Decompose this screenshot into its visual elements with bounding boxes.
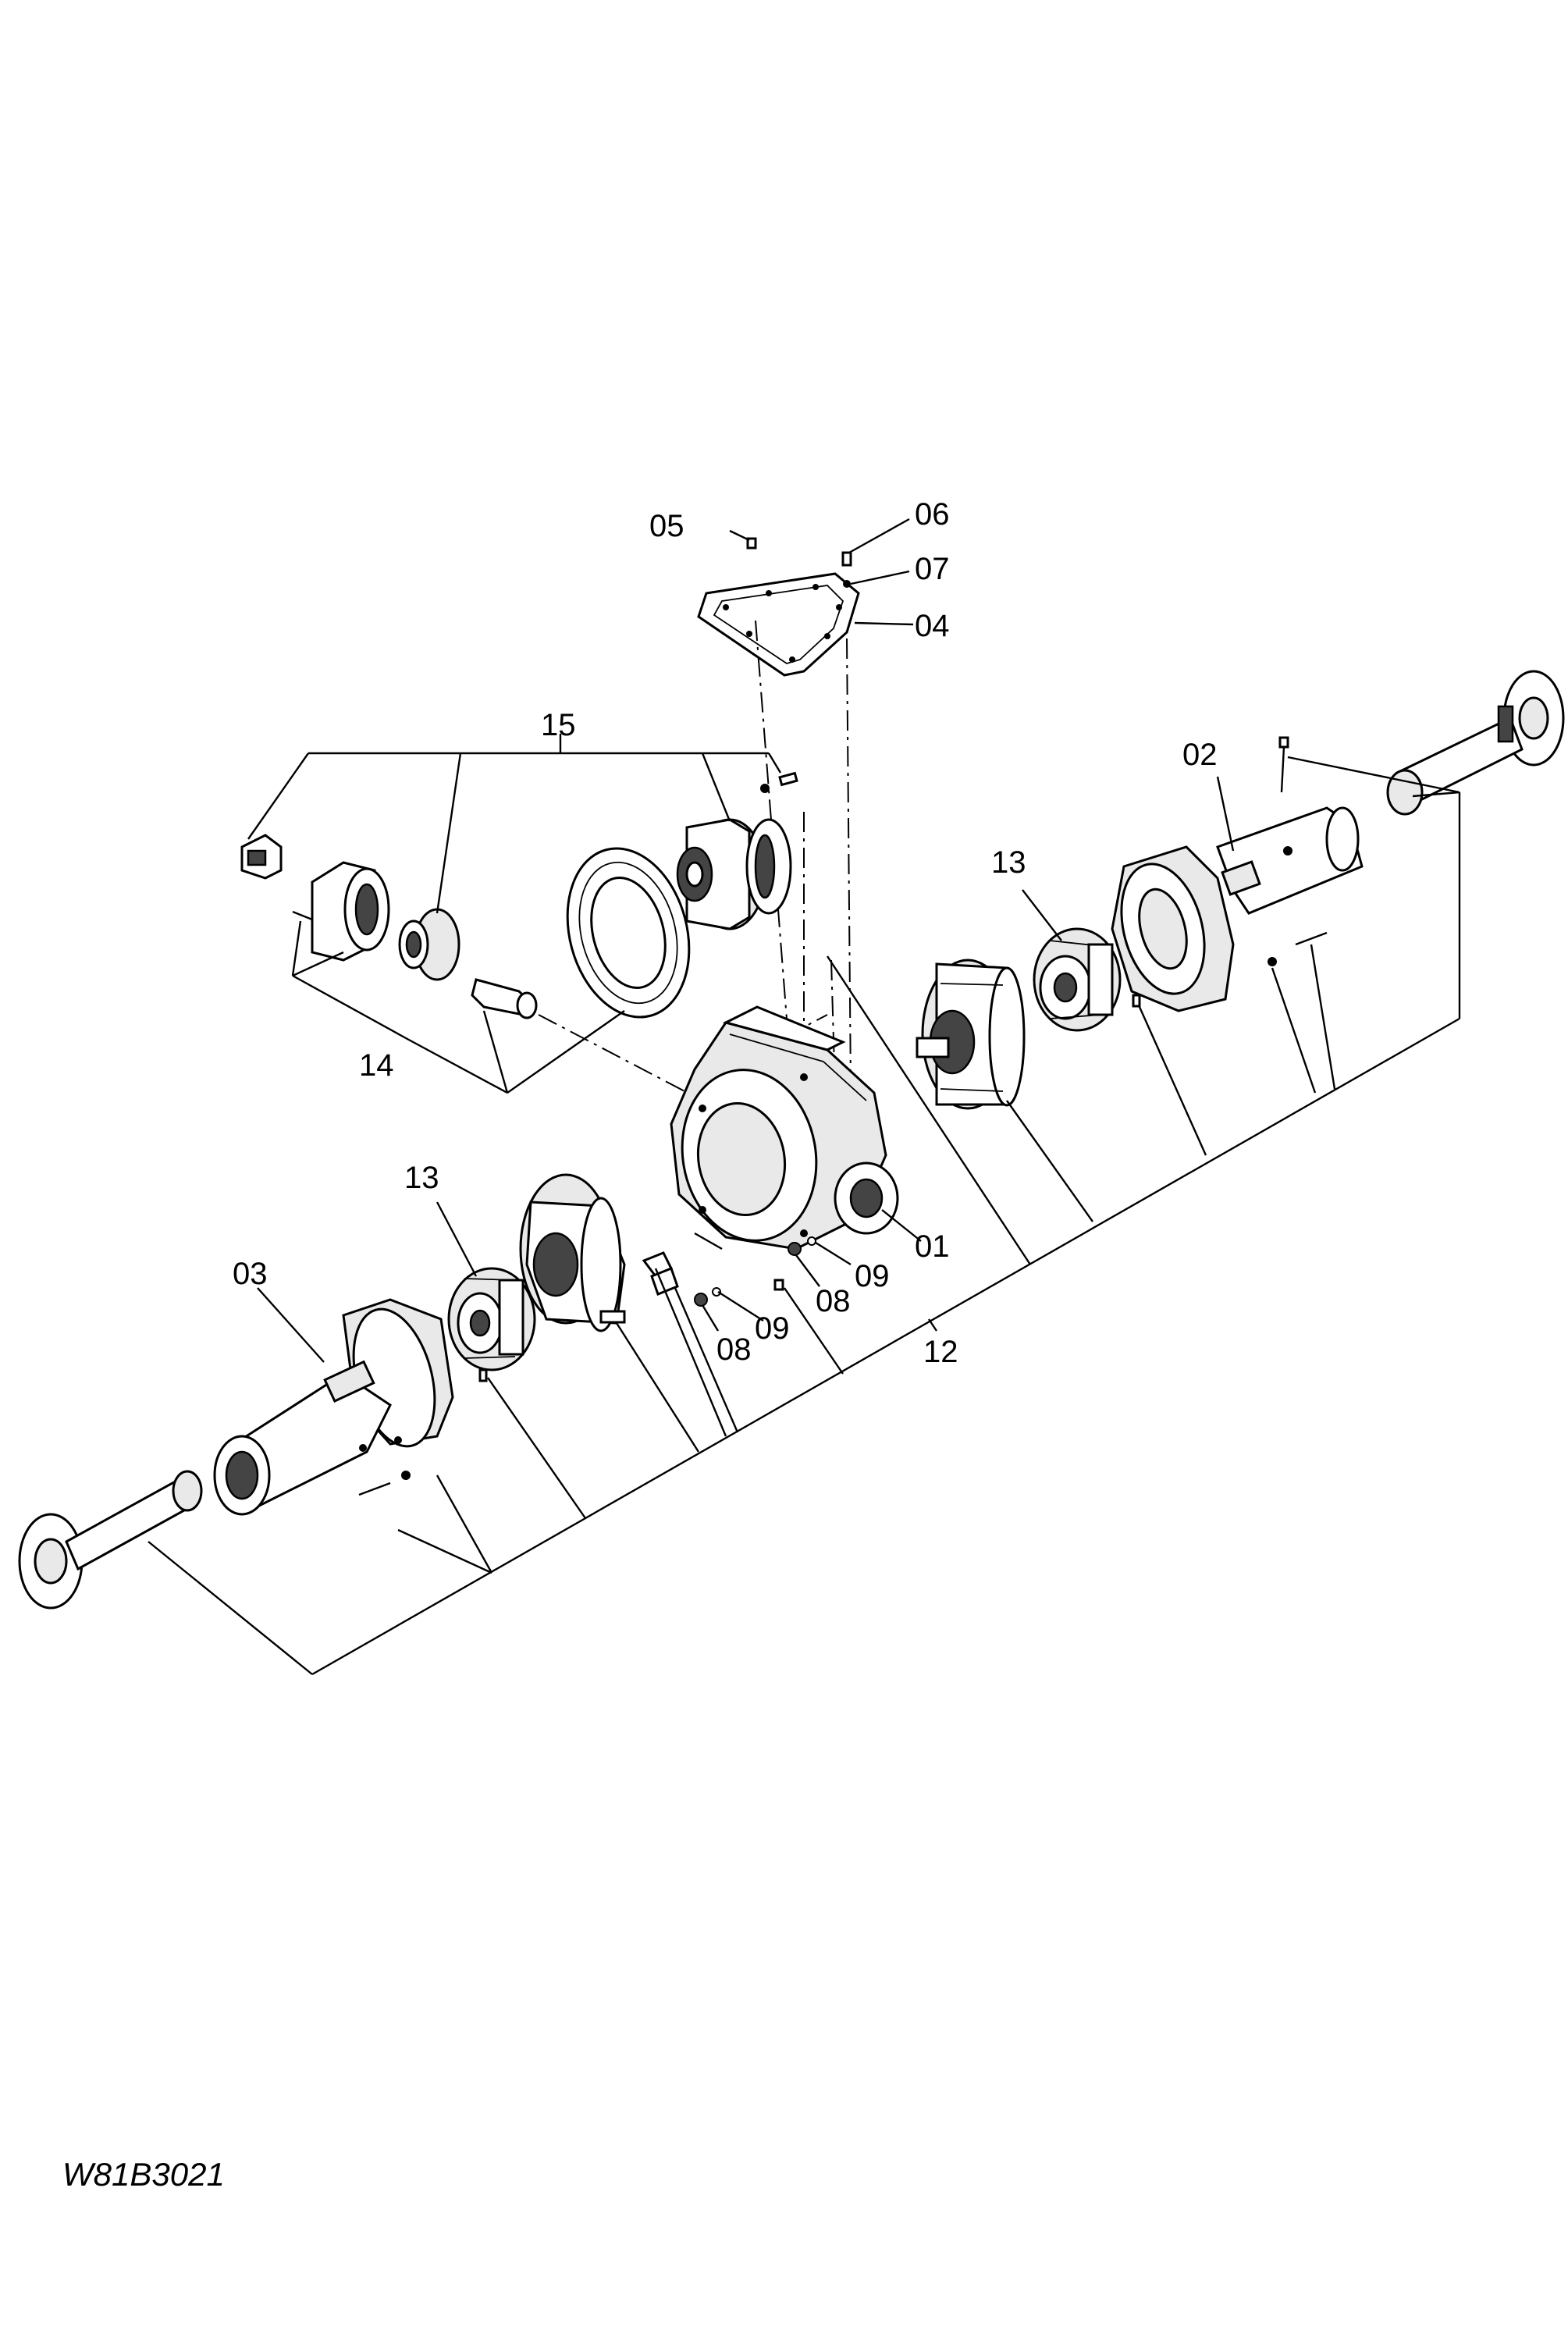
callout-14: 14	[359, 1048, 394, 1083]
cover-screw	[746, 537, 757, 550]
bearing-bolt-set	[760, 771, 798, 793]
right-axle-housing	[1111, 806, 1364, 1012]
callout-05: 05	[649, 509, 684, 543]
callout-06: 06	[915, 497, 950, 532]
stud-bolt	[358, 1368, 488, 1496]
callout-02: 02	[1182, 738, 1218, 772]
breather-bolt	[1278, 736, 1289, 793]
callout-07: 07	[915, 552, 950, 586]
roll-pin	[292, 910, 313, 921]
callout-01: 01	[915, 1229, 950, 1264]
callout-13-right: 13	[991, 845, 1026, 880]
callout-09-right: 09	[855, 1259, 890, 1293]
callout-12: 12	[923, 1335, 958, 1369]
pinion-bearing-cup	[311, 861, 390, 962]
callout-15: 15	[541, 708, 576, 742]
center-housing	[670, 1005, 899, 1250]
thrust-washer	[642, 1251, 679, 1296]
differential	[676, 818, 792, 930]
brake-pack	[519, 1173, 626, 1332]
drain-plug	[841, 551, 852, 588]
left-axle-housing	[213, 1298, 454, 1516]
callout-13-left: 13	[404, 1161, 439, 1195]
brake-pack	[916, 959, 1026, 1110]
axle-shaft	[18, 1470, 203, 1610]
figure-id: W81B3021	[62, 2156, 225, 2193]
pinion-gear	[398, 908, 460, 981]
planetary-carrier	[447, 1267, 536, 1371]
pinion-yoke	[240, 834, 283, 880]
callout-09-left: 09	[755, 1311, 790, 1346]
stud-bolt	[1132, 931, 1328, 1008]
plug	[694, 1236, 816, 1307]
ring-gear	[566, 847, 691, 1019]
cover-plate	[697, 572, 860, 677]
pinion	[471, 978, 538, 1019]
callout-08-left: 08	[716, 1332, 752, 1367]
callout-03: 03	[233, 1257, 268, 1291]
planetary-carrier	[1033, 927, 1122, 1032]
callout-04: 04	[915, 609, 950, 643]
axle-shaft	[1386, 670, 1565, 816]
callout-08-right: 08	[816, 1284, 851, 1318]
